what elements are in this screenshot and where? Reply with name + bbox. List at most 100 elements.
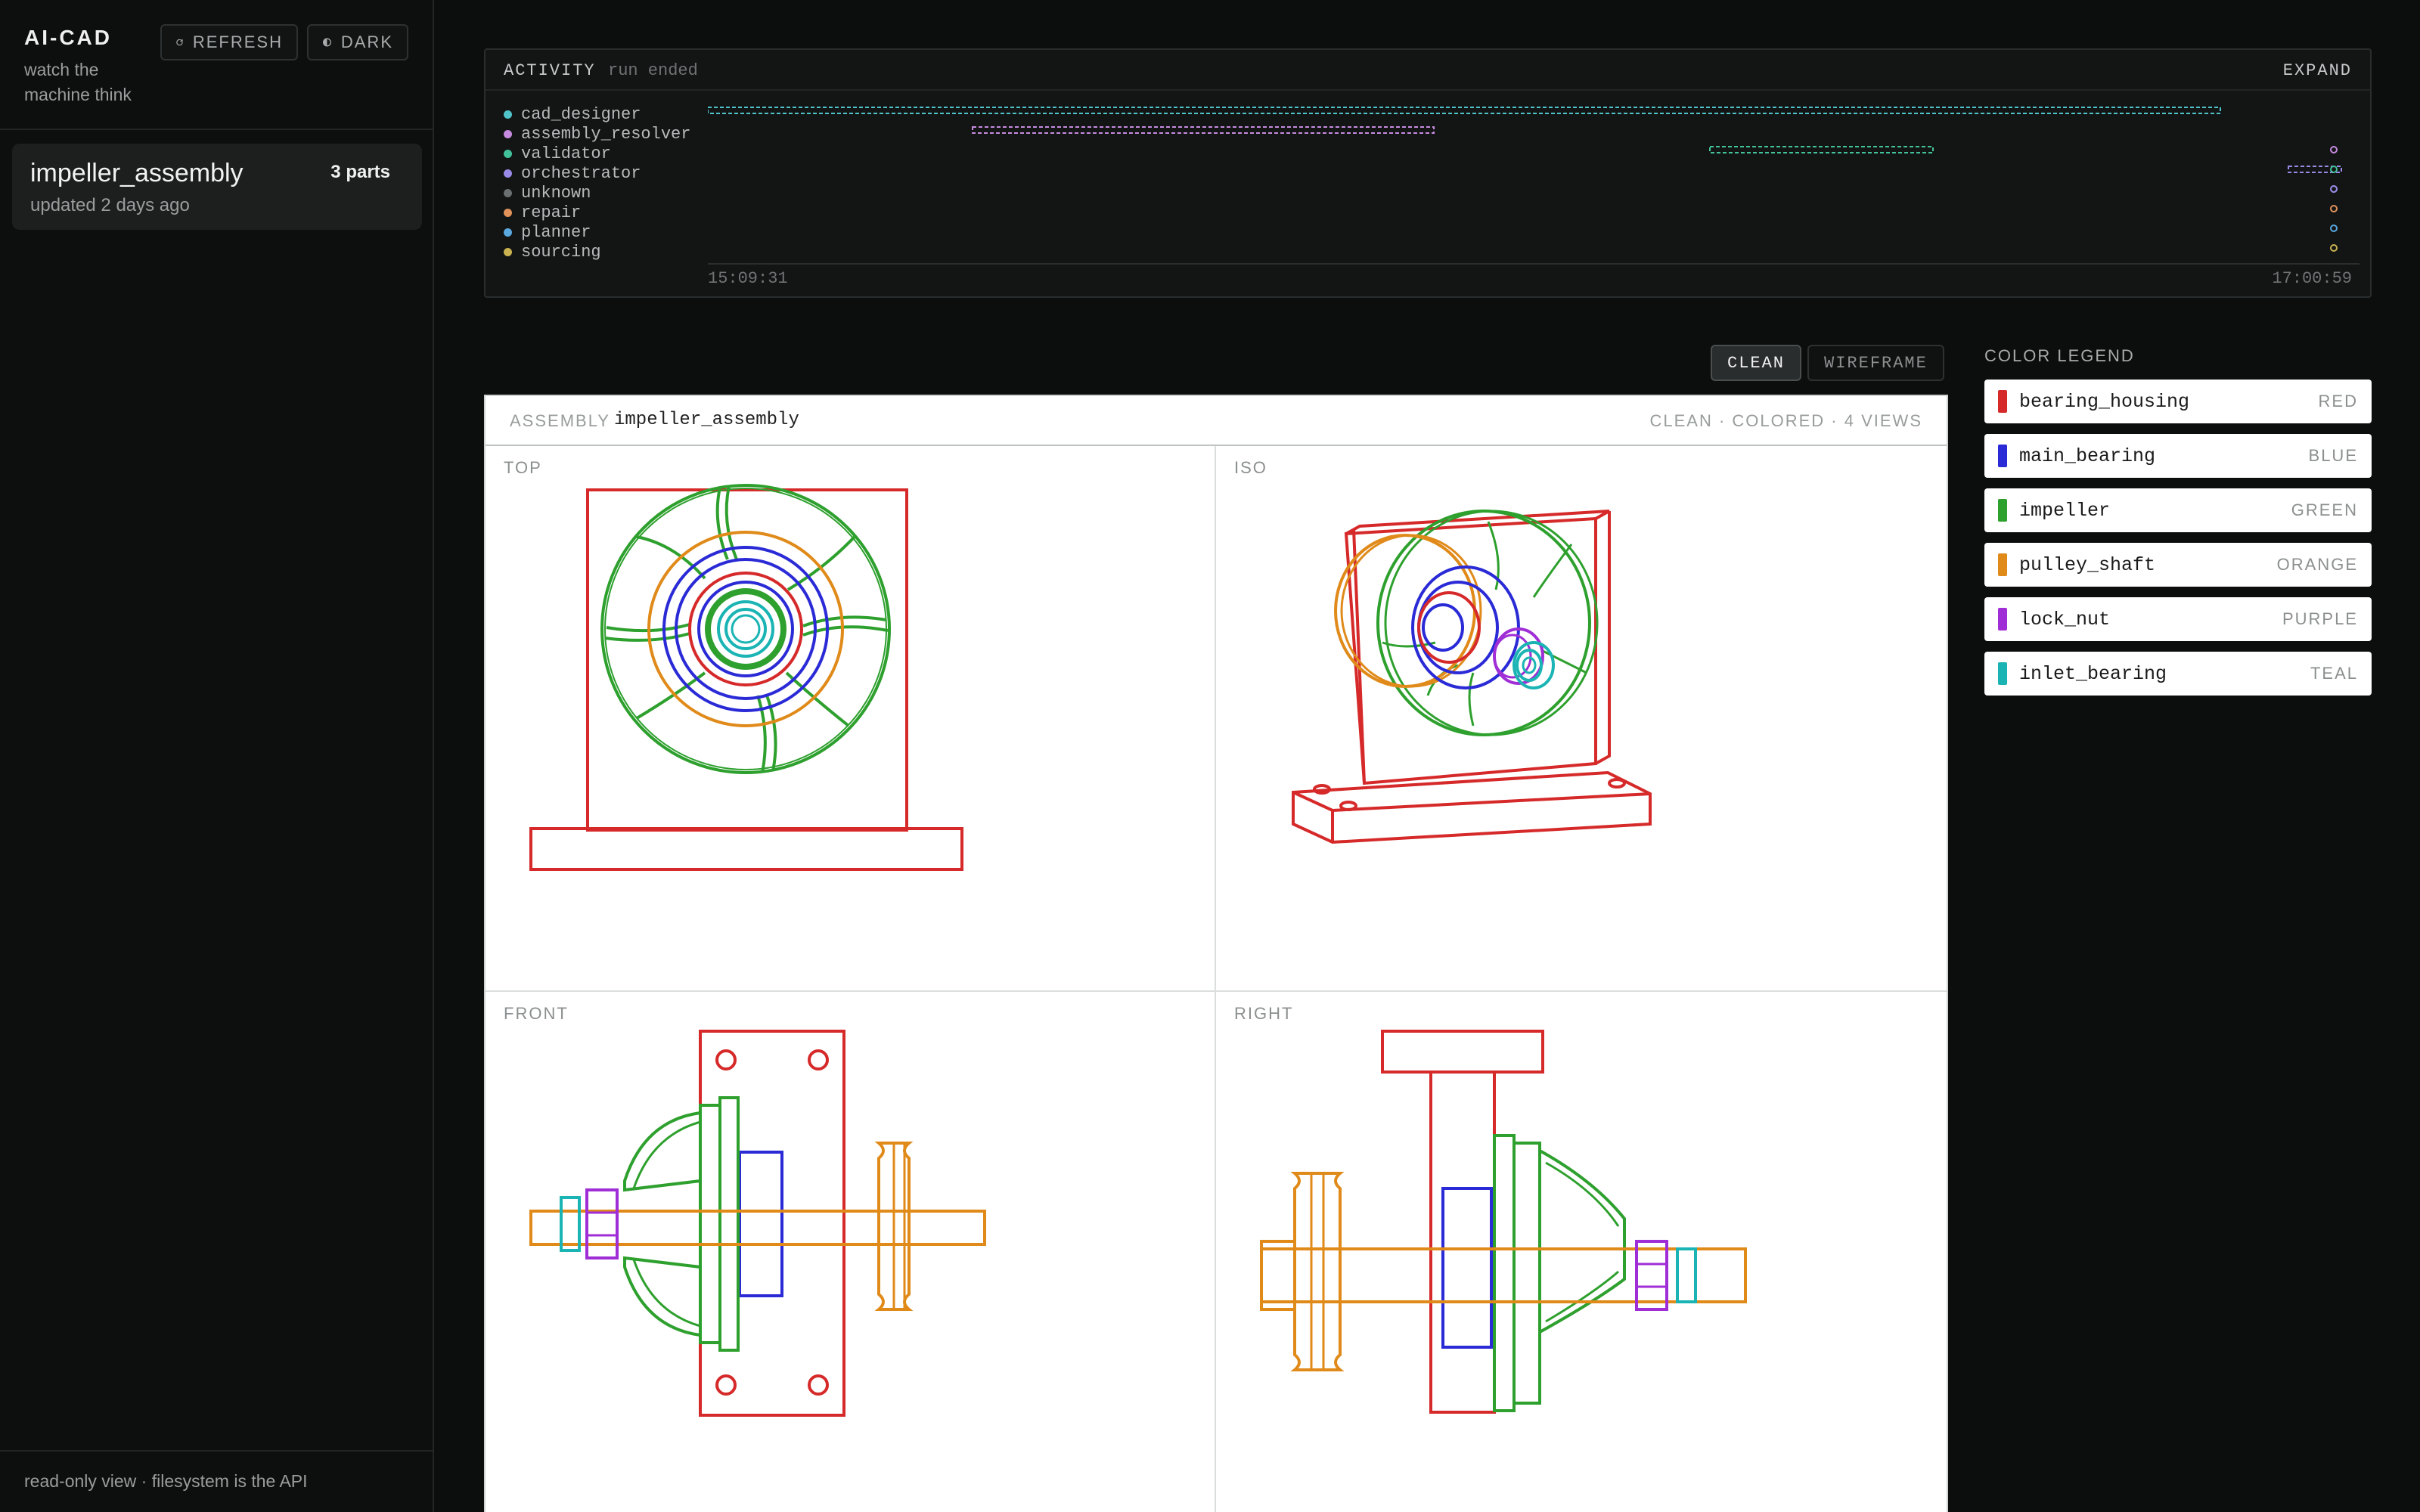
viewer-mode-summary: CLEAN · COLORED · 4 VIEWS	[1649, 411, 1922, 430]
timeline-marker	[2330, 225, 2338, 232]
expand-button[interactable]: EXPAND	[2282, 61, 2352, 80]
theme-toggle-button[interactable]: DARK	[307, 24, 408, 60]
right-view-label: RIGHT	[1234, 1004, 1294, 1023]
front-view-label: FRONT	[504, 1004, 569, 1023]
legend-item-impeller[interactable]: impeller GREEN	[1984, 488, 2372, 532]
legend-color-name: PURPLE	[2282, 609, 2358, 628]
divider	[0, 1450, 434, 1452]
footer-note: read-only view · filesystem is the API	[24, 1471, 308, 1491]
timeline-span	[708, 107, 2221, 114]
agent-color-dot	[504, 169, 512, 178]
timeline-marker	[2330, 244, 2338, 252]
legend-item-pulley-shaft[interactable]: pulley_shaft ORANGE	[1984, 543, 2372, 587]
agent-name: sourcing	[521, 242, 601, 262]
legend-item-lock-nut[interactable]: lock_nut PURPLE	[1984, 597, 2372, 641]
agent-row-planner: planner	[504, 222, 690, 242]
legend-part-name: lock_nut	[2019, 608, 2111, 631]
timeline-span	[1709, 146, 1934, 153]
agent-color-dot	[504, 129, 512, 138]
agent-name: cad_designer	[521, 104, 641, 124]
timeline-end-time: 17:00:59	[2272, 269, 2352, 288]
viewer-header: ASSEMBLY impeller_assembly CLEAN · COLOR…	[486, 396, 1947, 446]
legend-color-name: TEAL	[2310, 664, 2358, 683]
agent-row-orchestrator: orchestrator	[504, 163, 690, 183]
wireframe-mode-button[interactable]: WIREFRAME	[1807, 345, 1944, 381]
agent-name: planner	[521, 222, 591, 242]
agent-row-cad-designer: cad_designer	[504, 104, 690, 124]
refresh-icon	[176, 39, 183, 46]
project-card[interactable]: impeller_assembly updated 2 days ago 3 p…	[12, 144, 422, 230]
assembly-name: impeller_assembly	[614, 410, 799, 430]
assembly-viewer: ASSEMBLY impeller_assembly CLEAN · COLOR…	[484, 395, 1948, 1512]
agent-color-dot	[504, 149, 512, 158]
agent-row-validator: validator	[504, 144, 690, 163]
legend-part-name: pulley_shaft	[2019, 553, 2156, 576]
agent-color-dot	[504, 208, 512, 217]
legend-color-name: ORANGE	[2276, 555, 2358, 574]
project-updated: updated 2 days ago	[30, 195, 190, 215]
sidebar: AI-CAD watch the machine think REFRESH D…	[0, 0, 434, 1512]
iso-view-drawing	[1292, 510, 1652, 844]
legend-part-name: inlet_bearing	[2019, 662, 2167, 685]
agent-name: repair	[521, 203, 582, 222]
agent-name: orchestrator	[521, 163, 641, 183]
agent-row-assembly-resolver: assembly_resolver	[504, 124, 690, 144]
iso-view-label: ISO	[1234, 458, 1267, 477]
agent-name: validator	[521, 144, 611, 163]
clean-mode-button[interactable]: CLEAN	[1711, 345, 1802, 381]
top-view-label: TOP	[504, 458, 542, 477]
agent-color-dot	[504, 247, 512, 256]
front-view-drawing	[529, 1030, 986, 1417]
legend-part-name: impeller	[2019, 499, 2111, 522]
agent-name: assembly_resolver	[521, 124, 691, 144]
timeline-start-time: 15:09:31	[708, 269, 788, 288]
iso-view-pane[interactable]: ISO	[1216, 446, 1947, 992]
agent-row-sourcing: sourcing	[504, 242, 690, 262]
agent-row-repair: repair	[504, 203, 690, 222]
agent-name: unknown	[521, 183, 591, 203]
refresh-label: REFRESH	[192, 33, 283, 51]
right-view-pane[interactable]: RIGHT	[1216, 992, 1947, 1512]
legend-color-name: RED	[2318, 392, 2358, 411]
legend-title: COLOR LEGEND	[1984, 346, 2135, 365]
activity-header: ACTIVITY run ended EXPAND	[486, 50, 2370, 91]
timeline-marker	[2330, 205, 2338, 212]
project-name: impeller_assembly	[30, 159, 244, 187]
divider	[0, 129, 434, 130]
front-view-pane[interactable]: FRONT	[486, 992, 1216, 1512]
timeline-marker	[2330, 146, 2338, 153]
legend-part-name: bearing_housing	[2019, 390, 2190, 413]
top-view-drawing	[529, 484, 963, 871]
timeline-marker	[2330, 166, 2338, 173]
legend-color-name: BLUE	[2308, 446, 2358, 465]
legend-swatch	[1998, 608, 2007, 631]
agent-row-unknown: unknown	[504, 183, 690, 203]
app-title: AI-CAD	[24, 26, 112, 49]
view-mode-toggle: CLEAN WIREFRAME	[1711, 345, 1944, 381]
activity-label: ACTIVITY	[504, 61, 596, 80]
project-parts-count: 3 parts	[330, 162, 390, 182]
timeline-span	[972, 126, 1435, 134]
legend-item-bearing-housing[interactable]: bearing_housing RED	[1984, 380, 2372, 423]
app-tagline: watch the machine think	[24, 60, 132, 104]
legend-swatch	[1998, 553, 2007, 576]
legend-swatch	[1998, 662, 2007, 685]
activity-timeline	[708, 107, 2342, 252]
timeline-span	[2288, 166, 2342, 173]
agent-color-dot	[504, 110, 512, 119]
legend-swatch	[1998, 499, 2007, 522]
legend-item-inlet-bearing[interactable]: inlet_bearing TEAL	[1984, 652, 2372, 696]
timeline-axis	[708, 263, 2360, 265]
agent-color-dot	[504, 188, 512, 197]
timeline-marker	[2330, 185, 2338, 193]
top-view-pane[interactable]: TOP	[486, 446, 1216, 992]
contrast-icon	[322, 38, 331, 47]
activity-status: run ended	[608, 61, 698, 80]
refresh-button[interactable]: REFRESH	[160, 24, 298, 60]
legend-color-name: GREEN	[2291, 500, 2358, 519]
agent-color-dot	[504, 228, 512, 237]
